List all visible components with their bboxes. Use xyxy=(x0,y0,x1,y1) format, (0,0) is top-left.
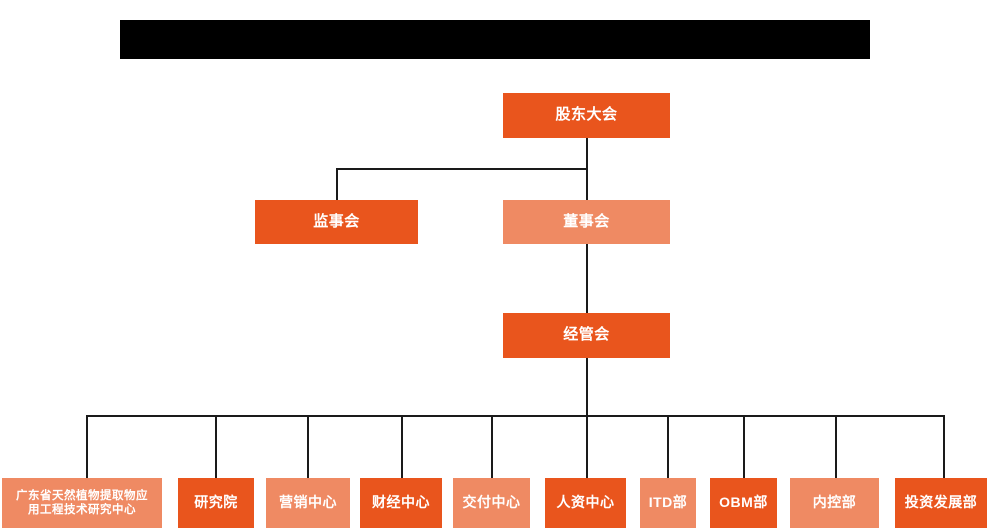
gd-research-center-line1: 广东省天然植物提取物应 xyxy=(16,489,148,502)
connector-directors-drop xyxy=(586,168,588,200)
connector-shareholders-vertical xyxy=(586,137,588,170)
connector-drop-research-institute xyxy=(215,415,217,478)
node-itd-dept[interactable]: ITD部 xyxy=(640,478,696,528)
node-hr-center[interactable]: 人资中心 xyxy=(545,478,626,528)
node-finance-center[interactable]: 财经中心 xyxy=(360,478,442,528)
connector-drop-internal-control-dept xyxy=(835,415,837,478)
connector-directors-to-management xyxy=(586,243,588,313)
node-supervisory-board[interactable]: 监事会 xyxy=(255,200,418,244)
connector-supervisory-drop xyxy=(336,168,338,200)
node-research-institute[interactable]: 研究院 xyxy=(178,478,254,528)
connector-drop-investment-development-dept xyxy=(943,415,945,478)
connector-department-bus xyxy=(86,415,944,417)
connector-management-to-bus xyxy=(586,357,588,416)
node-investment-development-dept[interactable]: 投资发展部 xyxy=(895,478,987,528)
node-board-of-directors[interactable]: 董事会 xyxy=(503,200,670,244)
node-shareholders[interactable]: 股东大会 xyxy=(503,93,670,138)
connector-drop-delivery-center xyxy=(491,415,493,478)
node-marketing-center[interactable]: 营销中心 xyxy=(266,478,350,528)
connector-drop-finance-center xyxy=(401,415,403,478)
connector-drop-hr-center xyxy=(586,415,588,478)
node-management-committee[interactable]: 经管会 xyxy=(503,313,670,358)
connector-drop-obm-dept xyxy=(743,415,745,478)
gd-research-center-line2: 用工程技术研究中心 xyxy=(28,504,136,516)
connector-level2-horizontal xyxy=(336,168,588,170)
node-obm-dept[interactable]: OBM部 xyxy=(710,478,777,528)
node-gd-research-center[interactable]: 广东省天然植物提取物应 用工程技术研究中心 xyxy=(2,478,162,528)
node-delivery-center[interactable]: 交付中心 xyxy=(453,478,530,528)
connector-drop-itd-dept xyxy=(667,415,669,478)
connector-drop-marketing-center xyxy=(307,415,309,478)
connector-drop-gd-research-center xyxy=(86,415,88,478)
redacted-title-bar xyxy=(120,20,870,59)
node-internal-control-dept[interactable]: 内控部 xyxy=(790,478,879,528)
